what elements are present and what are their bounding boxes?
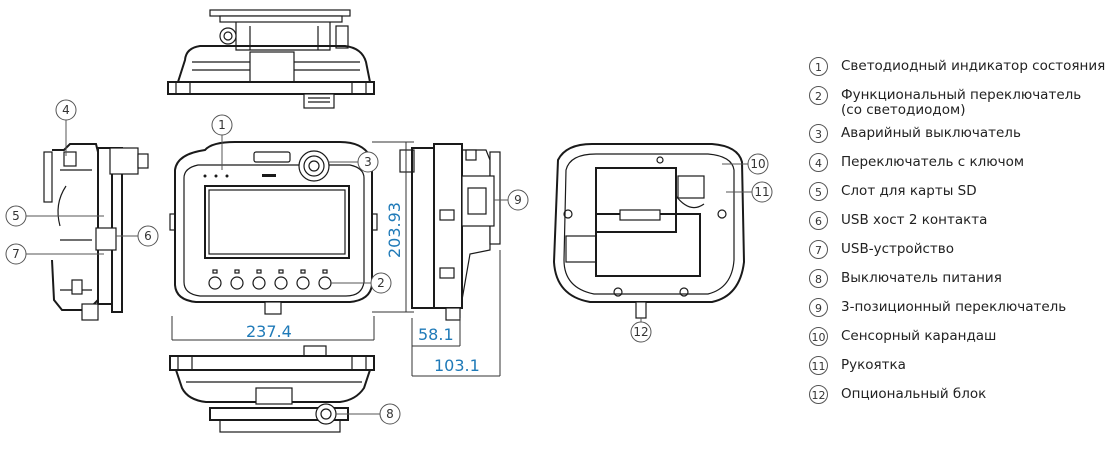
- callout-7: 7: [5, 243, 104, 265]
- legend-item: 12 Опциональный блок: [809, 385, 1120, 414]
- callout-11: 11: [726, 181, 773, 203]
- legend-number: 2: [809, 86, 828, 105]
- legend-item: 7 USB-устройство: [809, 240, 1120, 269]
- legend-text: Переключатель с ключом: [841, 154, 1025, 170]
- svg-text:7: 7: [12, 247, 20, 261]
- legend-number: 8: [809, 269, 828, 288]
- svg-text:9: 9: [514, 193, 522, 207]
- legend-text: 3-позиционный переключатель: [841, 299, 1067, 315]
- legend-number: 11: [809, 356, 828, 375]
- top-view: [167, 9, 375, 109]
- legend-text: Выключатель питания: [841, 270, 1002, 286]
- legend-number: 6: [809, 211, 828, 230]
- legend-text: Функциональный переключатель (со светоди…: [841, 87, 1082, 118]
- svg-text:5: 5: [12, 209, 20, 223]
- legend-item: 6 USB хост 2 контакта: [809, 211, 1120, 240]
- callout-12: 12: [630, 318, 652, 343]
- legend-number: 10: [809, 327, 828, 346]
- legend-item: 1 Светодиодный индикатор состояния: [809, 57, 1120, 86]
- svg-text:2: 2: [377, 276, 385, 290]
- legend-text: Аварийный выключатель: [841, 125, 1021, 141]
- legend-number: 7: [809, 240, 828, 259]
- legend-text: Сенсорный карандаш: [841, 328, 997, 344]
- legend-number: 1: [809, 57, 828, 76]
- legend-text: Светодиодный индикатор состояния: [841, 58, 1106, 74]
- callout-1: 1: [211, 114, 233, 170]
- dimension-lines: [171, 141, 501, 377]
- legend-number: 5: [809, 182, 828, 201]
- legend-item: 4 Переключатель с ключом: [809, 153, 1120, 182]
- height-dimension: 203.93: [385, 202, 404, 258]
- legend-number: 3: [809, 124, 828, 143]
- svg-text:8: 8: [386, 407, 394, 421]
- legend-number: 4: [809, 153, 828, 172]
- svg-text:12: 12: [633, 325, 648, 339]
- legend: 1 Светодиодный индикатор состояния 2 Функц…: [809, 57, 1120, 414]
- legend-text: USB-устройство: [841, 241, 954, 257]
- legend-text: USB хост 2 контакта: [841, 212, 988, 228]
- svg-text:1: 1: [218, 118, 226, 132]
- callout-10: 10: [722, 153, 769, 175]
- svg-text:4: 4: [62, 103, 70, 117]
- legend-text: Опциональный блок: [841, 386, 987, 402]
- svg-text:3: 3: [364, 155, 372, 169]
- front-view: [169, 141, 378, 315]
- legend-item: 5 Слот для карты SD: [809, 182, 1120, 211]
- svg-text:10: 10: [750, 157, 765, 171]
- width-dimension: 237.4: [246, 322, 292, 341]
- legend-item: 2 Функциональный переключатель (со светод…: [809, 86, 1120, 124]
- left-side-view: [43, 143, 149, 321]
- callout-9: 9: [494, 189, 529, 211]
- legend-number: 12: [809, 385, 828, 404]
- callout-8: 8: [336, 403, 401, 425]
- legend-item: 3 Аварийный выключатель: [809, 124, 1120, 153]
- legend-text: Рукоятка: [841, 357, 906, 373]
- right-side-view: [399, 143, 501, 321]
- svg-text:11: 11: [754, 185, 769, 199]
- callout-6: 6: [116, 225, 159, 247]
- legend-number: 9: [809, 298, 828, 317]
- bottom-view: [169, 345, 375, 433]
- callout-4: 4: [55, 99, 77, 156]
- legend-item: 10 Сенсорный карандаш: [809, 327, 1120, 356]
- depth-total-dimension: 103.1: [434, 356, 480, 375]
- legend-text: Слот для карты SD: [841, 183, 977, 199]
- back-view: [552, 143, 746, 319]
- legend-item: 8 Выключатель питания: [809, 269, 1120, 298]
- svg-text:6: 6: [144, 229, 152, 243]
- callout-3: 3: [328, 151, 379, 173]
- legend-item: 11 Рукоятка: [809, 356, 1120, 385]
- callout-2: 2: [330, 272, 392, 294]
- callout-5: 5: [5, 205, 104, 227]
- legend-item: 9 3-позиционный переключатель: [809, 298, 1120, 327]
- depth-inner-dimension: 58.1: [418, 325, 454, 344]
